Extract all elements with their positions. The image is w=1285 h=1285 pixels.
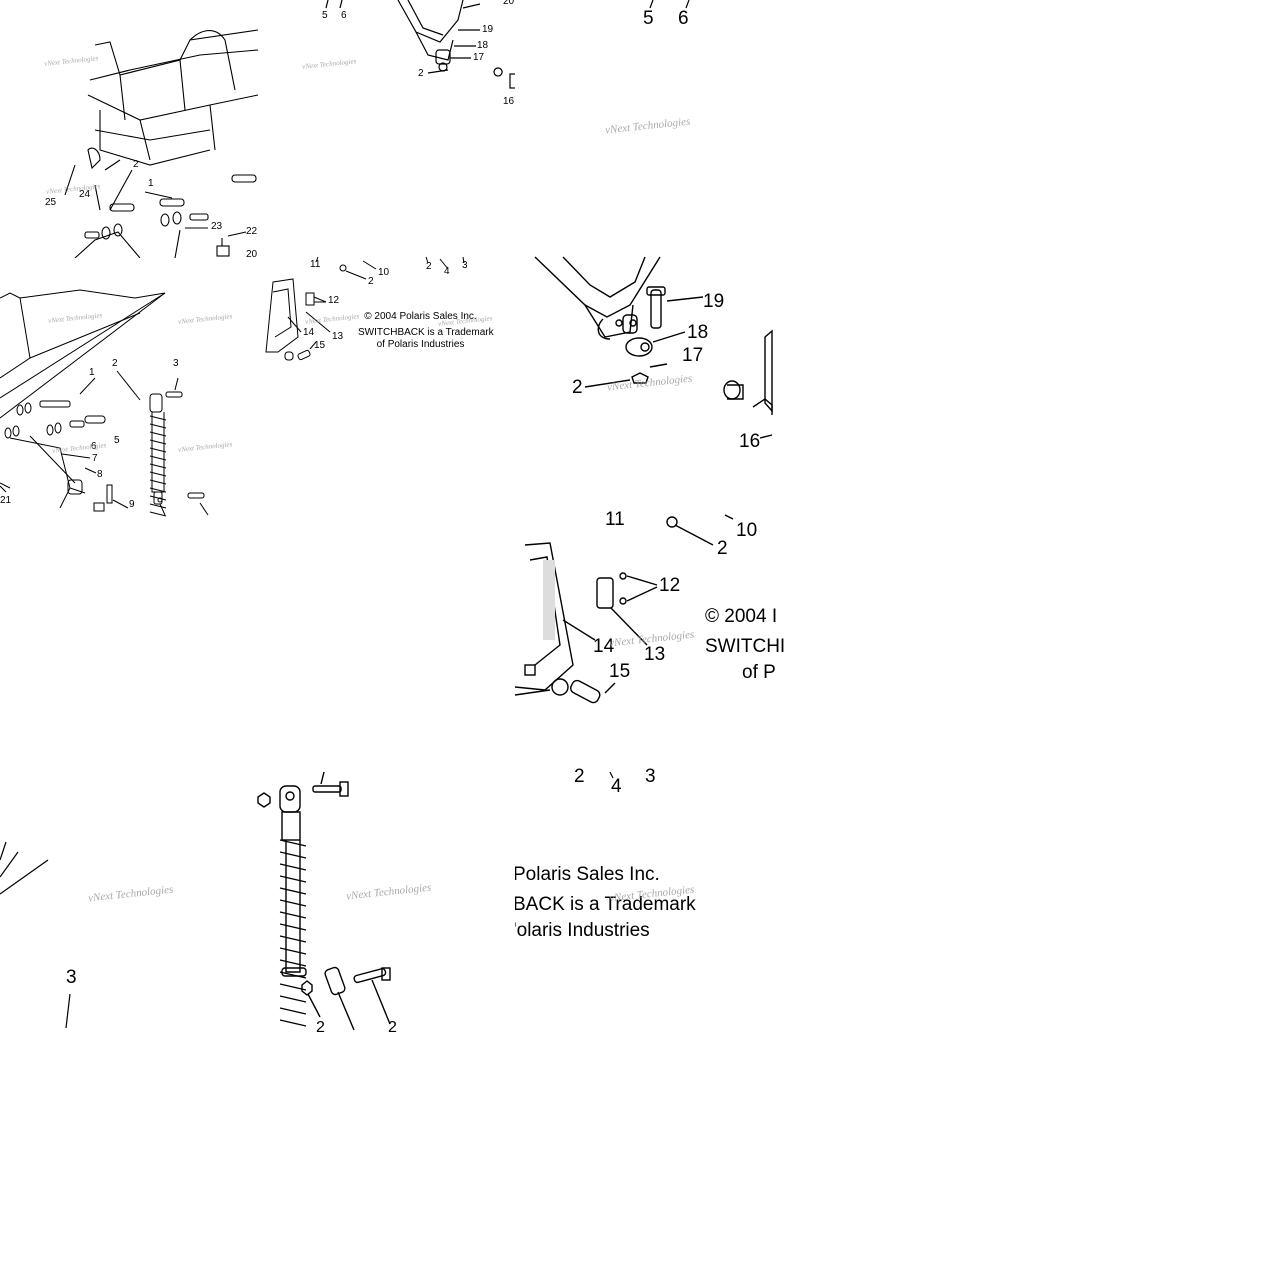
leader-lines (0, 841, 71, 1029)
diagram-tile-leaders-crop: 3 vNext Technologies (0, 772, 258, 1030)
callout-21: 21 (0, 495, 12, 506)
callout-25: 25 (45, 197, 57, 208)
callout-19: 19 (482, 24, 494, 35)
leader-lines (609, 771, 614, 779)
callout-2: 2 (388, 1019, 397, 1036)
diagram-tile-shock-zoom: 2 2 vNext Technologies (257, 771, 515, 1036)
callout-2: 2 (572, 377, 583, 398)
callout-8: 8 (97, 469, 103, 480)
callout-1: 1 (148, 178, 154, 189)
callout-24: 24 (79, 189, 91, 200)
callout-11: 11 (605, 509, 625, 530)
callout-15: 15 (609, 661, 631, 682)
diagram-tile-frame: 25 24 2 1 23 22 20 vNext Technologies vN… (0, 0, 259, 260)
callout-23: 23 (211, 221, 223, 232)
callout-5: 5 (643, 8, 654, 29)
callout-10: 10 (378, 267, 390, 278)
copyright-crop-line-3: of P (742, 662, 776, 683)
diagram-tile-a-arm-shock: 2 1 3 6 5 7 8 9 21 vNext Technologies vN… (0, 258, 258, 517)
callout-2: 2 (418, 68, 424, 79)
callout-13: 13 (332, 331, 344, 342)
copyright-note-crop: © 2004 I SWITCHI of P (705, 604, 785, 686)
callout-9: 9 (129, 499, 135, 510)
callout-5: 5 (322, 10, 328, 21)
callout-14: 14 (593, 636, 615, 657)
diagram-tile-top-arm: 5 6 20 19 18 17 2 16 vNext Technologies (258, 0, 519, 257)
diagram-tile-spindle-small: 11 10 2 2 4 3 12 13 14 15 © 2004 Polaris… (258, 256, 515, 515)
callout-7: 7 (92, 453, 98, 464)
callout-17: 17 (682, 345, 704, 366)
callout-22: 22 (246, 226, 258, 237)
arm-drawing (325, 0, 519, 89)
frame-drawing (64, 29, 259, 259)
copyright-crop-line-1: © 2004 I (705, 606, 778, 627)
copyright-line-3: of Polaris Industries (376, 339, 465, 350)
callout-19: 19 (703, 291, 725, 312)
spindle-drawing-zoom (514, 514, 734, 704)
arm-drawing-zoom (534, 256, 773, 439)
callout-16: 16 (739, 431, 761, 452)
callout-6: 6 (91, 441, 97, 452)
diagram-tile-arm-zoom: 19 18 17 2 16 vNext Technologies (515, 256, 773, 515)
callout-4: 4 (444, 266, 450, 277)
callout-2: 2 (112, 358, 118, 369)
callout-20: 20 (503, 0, 515, 7)
callout-2: 2 (426, 261, 432, 272)
callout-6: 6 (678, 8, 689, 29)
callout-18: 18 (687, 322, 709, 343)
callout-2: 2 (717, 538, 728, 559)
callout-17: 17 (473, 52, 485, 63)
copyright-crop-left-line-2: BACK is a Trademark (513, 894, 696, 915)
callout-5: 5 (114, 435, 120, 446)
callout-6: 6 (341, 10, 347, 21)
diagram-tile-top-right: 5 6 vNext Technologies (515, 0, 772, 257)
copyright-line-1: © 2004 Polaris Sales Inc. (364, 311, 477, 322)
leader-lines (649, 0, 690, 9)
diagram-tile-note-crop: 2 4 3 Polaris Sales Inc. BACK is a Trade… (513, 767, 772, 1030)
callout-15: 15 (314, 340, 326, 351)
copyright-note-crop-left: Polaris Sales Inc. BACK is a Trademark '… (513, 862, 696, 944)
callout-3: 3 (173, 358, 179, 369)
callout-3: 3 (66, 967, 77, 988)
callout-18: 18 (477, 40, 489, 51)
callout-1: 1 (89, 367, 95, 378)
copyright-crop-left-line-1: Polaris Sales Inc. (513, 864, 660, 885)
callout-2: 2 (133, 159, 139, 170)
callout-2: 2 (316, 1019, 325, 1036)
callout-10: 10 (736, 520, 758, 541)
callout-12: 12 (659, 575, 681, 596)
spindle-drawing-small (265, 256, 465, 361)
a-arm-shock-drawing (0, 289, 209, 517)
callout-14: 14 (303, 327, 315, 338)
callout-3: 3 (462, 260, 468, 271)
callout-20: 20 (246, 249, 258, 260)
callout-3: 3 (645, 766, 656, 787)
callout-4: 4 (611, 776, 622, 797)
copyright-crop-left-line-3: 'olaris Industries (513, 920, 650, 941)
callout-2: 2 (368, 276, 374, 287)
callout-16: 16 (503, 96, 515, 107)
callout-12: 12 (328, 295, 340, 306)
shock-drawing-zoom (257, 771, 391, 1031)
copyright-crop-line-2: SWITCHI (705, 636, 786, 657)
callout-11: 11 (310, 259, 321, 270)
callout-13: 13 (644, 644, 666, 665)
copyright-note: © 2004 Polaris Sales Inc. SWITCHBACK is … (358, 311, 494, 351)
callout-2: 2 (574, 766, 585, 787)
diagram-tile-spindle-zoom: 11 10 2 12 13 14 15 © 2004 I SWITCHI of … (514, 510, 785, 772)
copyright-line-2: SWITCHBACK is a Trademark (358, 327, 494, 338)
